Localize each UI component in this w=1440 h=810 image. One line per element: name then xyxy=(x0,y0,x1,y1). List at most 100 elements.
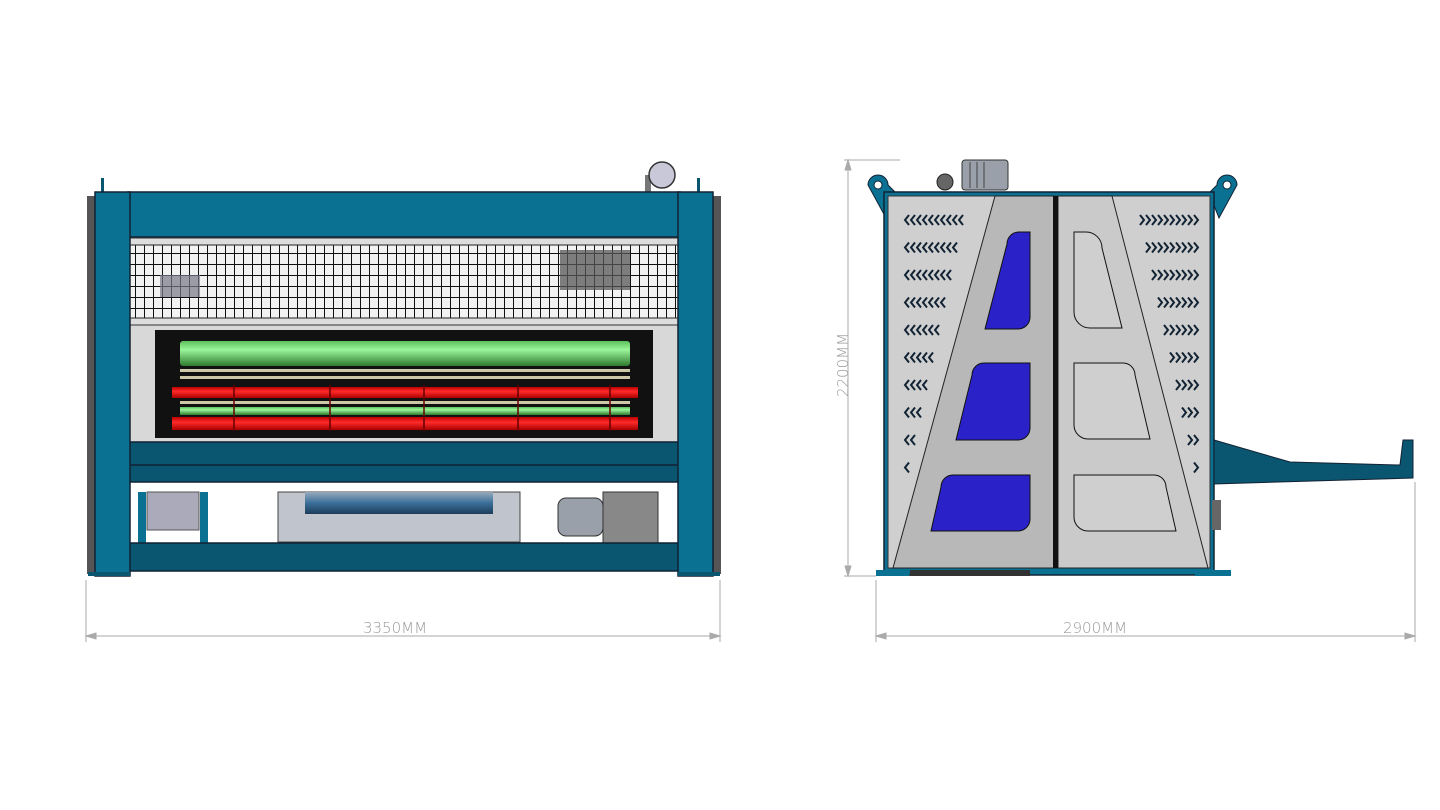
window-outline xyxy=(1073,474,1177,532)
vent-chevron xyxy=(939,269,946,281)
vent-chevron xyxy=(915,324,922,336)
vent-chevron xyxy=(1193,434,1200,446)
side-width-label: 2900MM xyxy=(1063,619,1127,637)
vent-chevron xyxy=(945,269,952,281)
vent-chevron xyxy=(909,434,916,446)
vent-chevron xyxy=(1151,214,1158,226)
vent-chevron xyxy=(1193,324,1200,336)
vent-chevron xyxy=(1157,269,1164,281)
center-divider xyxy=(1053,196,1058,568)
vent-chevron xyxy=(933,214,940,226)
main-green-roller xyxy=(180,341,630,366)
vent-chevron xyxy=(933,324,940,336)
vent-chevron xyxy=(1169,214,1176,226)
vent-chevron xyxy=(1187,214,1194,226)
red-roller-lower xyxy=(172,417,638,430)
vent-chevron xyxy=(921,241,928,254)
vent-chevron xyxy=(1163,241,1170,254)
vent-chevron xyxy=(921,351,928,364)
vent-chevron xyxy=(1181,351,1188,364)
vent-chevron xyxy=(1187,379,1194,391)
side-view xyxy=(867,159,1414,576)
vent-chevron xyxy=(1193,296,1200,309)
left-post xyxy=(94,191,131,577)
vent-chevron xyxy=(927,269,934,281)
vent-chevron xyxy=(927,214,934,226)
vent-chevron xyxy=(903,296,910,309)
right-chain xyxy=(712,196,721,574)
vent-chevron xyxy=(1193,214,1200,226)
vent-chevron xyxy=(915,379,922,391)
vent-chevron xyxy=(1187,269,1194,281)
vent-chevron xyxy=(1181,269,1188,281)
vent-chevron xyxy=(915,269,922,281)
bearing-block xyxy=(160,275,200,297)
vent-chevron xyxy=(951,241,958,254)
vent-chevron xyxy=(945,241,952,254)
right-post xyxy=(677,191,714,577)
vent-chevron xyxy=(939,214,946,226)
vent-chevrons xyxy=(903,214,1200,474)
front-view xyxy=(87,161,721,577)
vent-chevron xyxy=(1163,296,1170,309)
gearbox xyxy=(602,491,659,545)
vent-chevron xyxy=(1175,241,1182,254)
vent-chevron xyxy=(1187,406,1194,419)
vent-chevron xyxy=(915,351,922,364)
window-blue xyxy=(930,474,1031,532)
vent-chevron xyxy=(921,214,928,226)
control-box xyxy=(146,491,200,531)
vent-chevron xyxy=(927,241,934,254)
bottom-beam xyxy=(127,542,681,572)
vent-chevron xyxy=(951,214,958,226)
vent-chevron xyxy=(1187,241,1194,254)
vent-chevron xyxy=(1163,269,1170,281)
lower-beam xyxy=(117,441,689,483)
vent-chevron xyxy=(1187,296,1194,309)
vent-chevron xyxy=(1193,379,1200,391)
vent-chevron xyxy=(933,269,940,281)
vent-chevron xyxy=(903,434,910,446)
vent-chevron xyxy=(1145,214,1152,226)
vent-chevron xyxy=(1181,241,1188,254)
vent-chevron xyxy=(909,351,916,364)
vent-chevron xyxy=(1175,296,1182,309)
vent-chevron xyxy=(1187,324,1194,336)
side-width-dimension xyxy=(874,482,1417,642)
vent-chevron xyxy=(903,379,910,391)
vent-chevron xyxy=(927,351,934,364)
drive-motor xyxy=(560,250,630,290)
vent-chevron xyxy=(903,324,910,336)
window-blue xyxy=(984,231,1031,330)
vent-chevron xyxy=(1175,351,1182,364)
front-width-label: 3350MM xyxy=(363,619,427,637)
vent-chevron xyxy=(1187,434,1194,446)
vent-chevron xyxy=(939,241,946,254)
vent-chevron xyxy=(903,269,910,281)
vent-chevron xyxy=(1157,241,1164,254)
vent-chevron xyxy=(921,269,928,281)
vent-chevron xyxy=(909,269,916,281)
side-height-label: 2200MM xyxy=(834,333,852,397)
side-bracket xyxy=(1212,500,1221,530)
vent-chevron xyxy=(909,324,916,336)
vent-chevron xyxy=(1187,351,1194,364)
vent-chevron xyxy=(1181,324,1188,336)
vent-chevron xyxy=(1193,351,1200,364)
vent-chevron xyxy=(1181,214,1188,226)
vent-chevron xyxy=(903,461,910,474)
vent-chevron xyxy=(909,406,916,419)
vent-chevron xyxy=(915,406,922,419)
vent-chevron xyxy=(945,214,952,226)
vent-chevron xyxy=(1181,406,1188,419)
window-outline xyxy=(1073,362,1151,440)
vent-chevron xyxy=(927,296,934,309)
vent-chevron xyxy=(909,214,916,226)
vent-chevron xyxy=(933,241,940,254)
vent-chevron xyxy=(915,241,922,254)
vent-chevron xyxy=(1151,241,1158,254)
side-motor-icon xyxy=(936,159,1009,191)
vent-chevron xyxy=(921,296,928,309)
side-height-dimension xyxy=(844,158,900,578)
lower-roller xyxy=(305,492,493,514)
